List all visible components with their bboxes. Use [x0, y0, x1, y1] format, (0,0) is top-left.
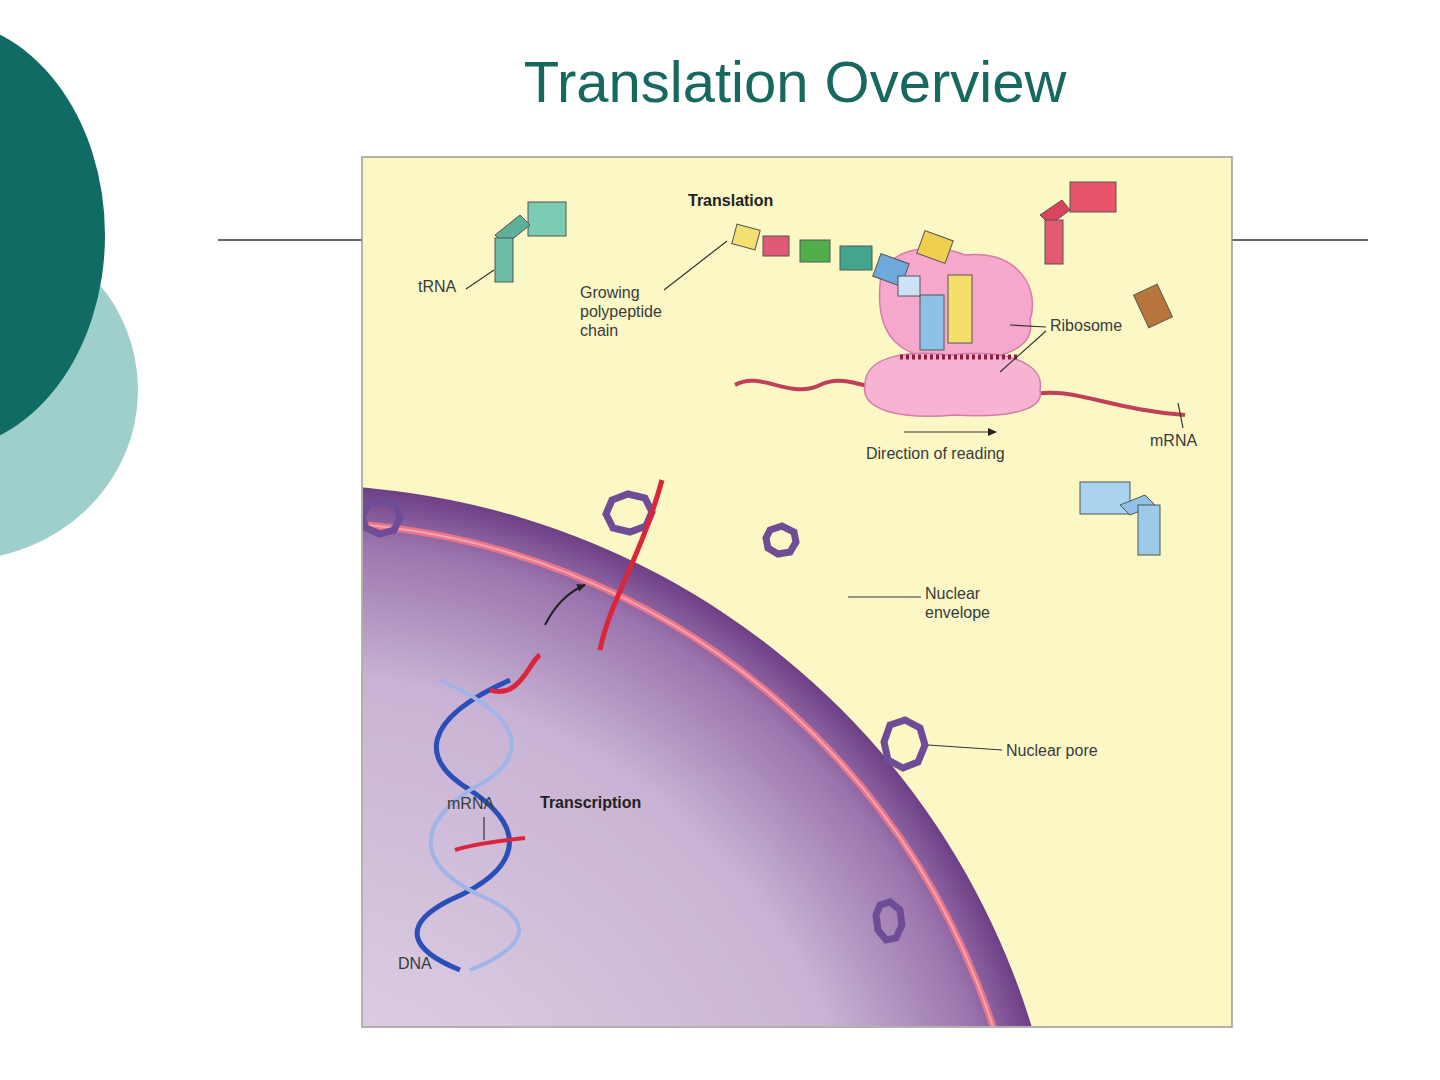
ribosome-part [900, 355, 1020, 360]
nucleus-part [363, 522, 1028, 1026]
ribosome-part-part [763, 236, 789, 256]
free-trna-part [495, 238, 513, 282]
nucleus [363, 480, 1065, 1026]
nucleus-part [600, 480, 662, 650]
ribosome-part [865, 353, 1041, 416]
part-label: DNA [398, 954, 432, 973]
nucleus-part [363, 522, 1028, 1026]
free-trna-part [528, 202, 566, 236]
slide-decoration-part [0, 20, 105, 450]
dna-helix-part [417, 680, 510, 970]
dna-helix-part [455, 838, 525, 850]
leader-lines-part [1000, 331, 1046, 372]
nucleus-part [545, 585, 585, 625]
slide-title: Translation Overview [380, 48, 1210, 115]
dna-helix-part [431, 680, 519, 970]
direction-label: Direction of reading [866, 444, 1005, 463]
leader-lines-part [664, 241, 727, 290]
ribosome-part-part [840, 246, 872, 270]
section-heading: Transcription [540, 793, 641, 812]
leader-lines-part [466, 270, 494, 289]
ribosome-part-part [732, 224, 760, 250]
leader-lines-part [1010, 325, 1046, 327]
part-label: tRNA [418, 277, 456, 296]
free-trna-part [1070, 182, 1116, 212]
nucleus-part-part [363, 500, 400, 534]
ribosome-part-part [917, 231, 953, 264]
ribosome-part-part [800, 240, 830, 262]
free-trna-part [1080, 482, 1130, 514]
ribosome [732, 224, 1185, 416]
part-label: Growing polypeptide chain [580, 283, 680, 341]
part-label: mRNA [447, 794, 494, 813]
leader-lines-part [848, 596, 921, 597]
nucleus-part [363, 485, 1065, 1026]
free-trna [495, 182, 1172, 555]
ribosome-part-part [920, 295, 944, 350]
free-trna-part [1138, 505, 1160, 555]
part-label: Nuclear envelope [925, 584, 1015, 622]
leader-lines [466, 241, 1183, 840]
nucleus-part-part [884, 720, 925, 768]
part-label: mRNA [1150, 431, 1197, 450]
dna-helix [417, 655, 540, 970]
nucleus-part-part [876, 902, 902, 940]
section-heading: Translation [688, 191, 773, 210]
leader-lines-part [904, 431, 996, 432]
leader-lines-part [1178, 403, 1183, 428]
leader-lines-part [928, 745, 1002, 750]
part-label: Nuclear pore [1006, 741, 1098, 760]
dna-helix-part [490, 655, 540, 692]
ribosome-part-part [948, 275, 972, 343]
ribosome-part-part [898, 276, 920, 296]
nucleus-part-part [766, 526, 796, 554]
free-trna-part [1134, 284, 1173, 328]
free-trna-part [1045, 220, 1063, 264]
ribosome-part [732, 224, 972, 350]
part-label: Ribosome [1050, 316, 1122, 335]
leader-lines-part [483, 817, 484, 840]
